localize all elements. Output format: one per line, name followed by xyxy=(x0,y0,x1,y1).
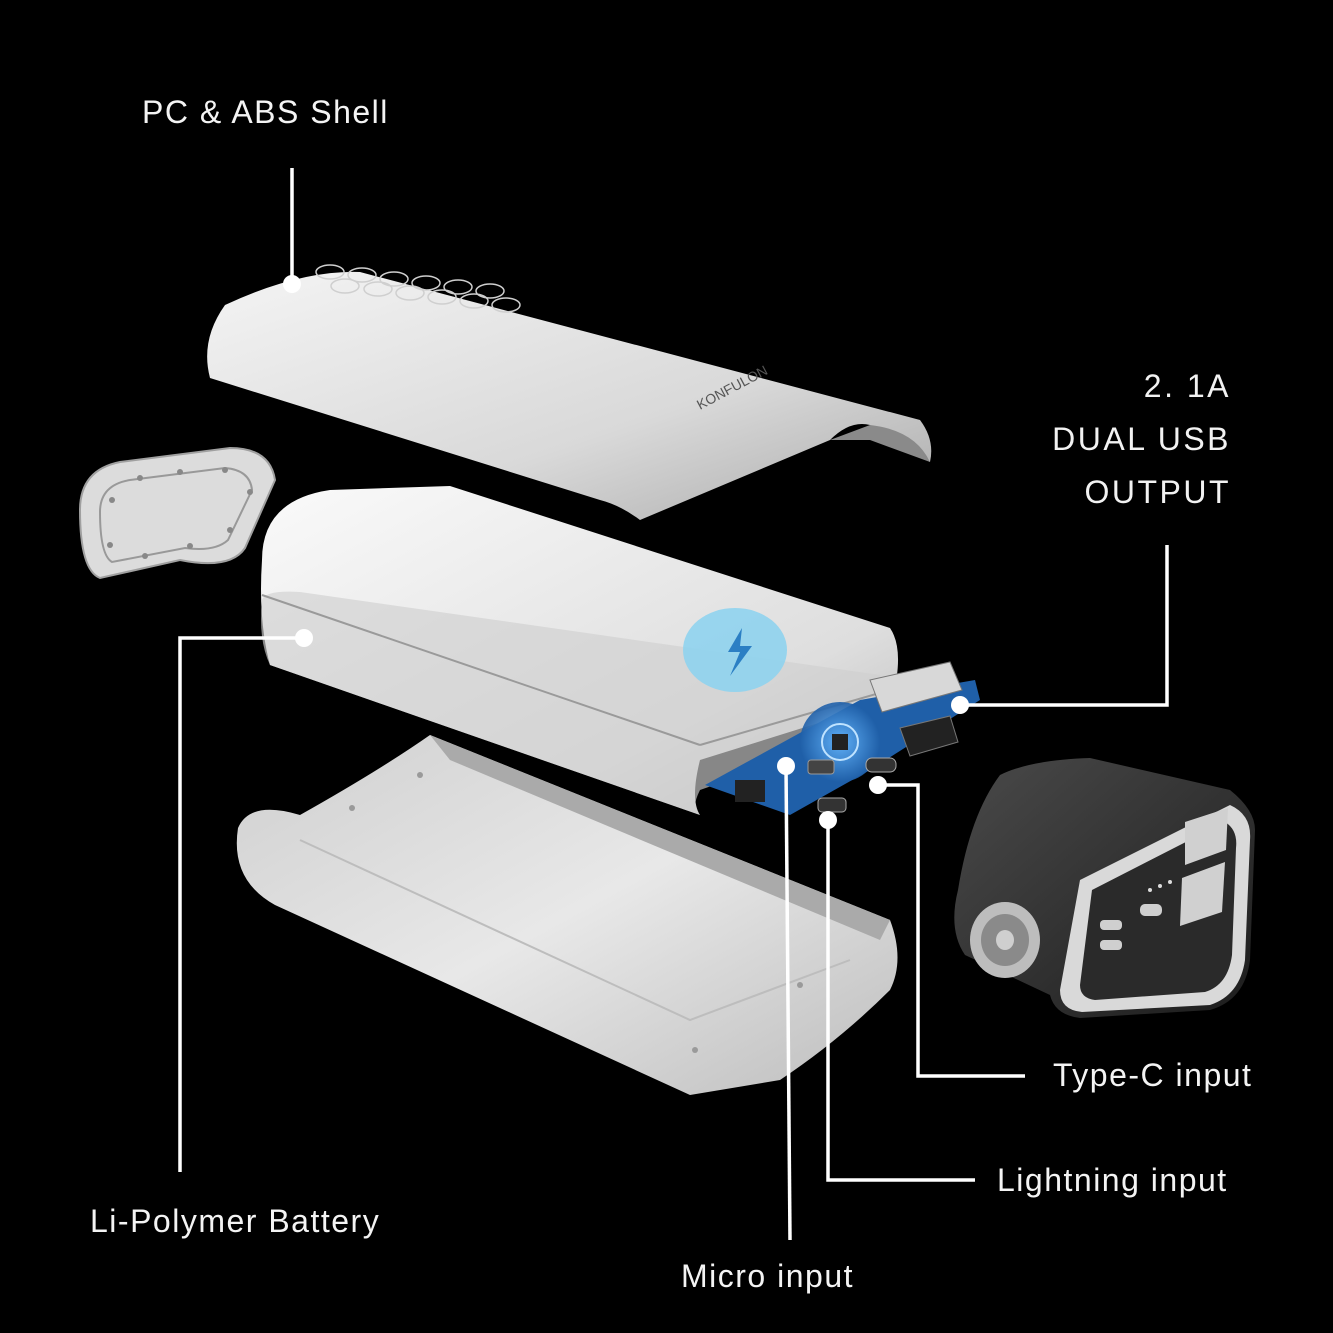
label-shell: PC & ABS Shell xyxy=(142,94,389,130)
label-lightning: Lightning input xyxy=(997,1162,1228,1198)
honeycomb-pattern xyxy=(315,264,521,313)
end-cap xyxy=(954,758,1255,1018)
lightning-port xyxy=(817,797,847,813)
side-cover xyxy=(78,446,277,580)
top-shell: KONFULON xyxy=(207,264,932,520)
charge-badge xyxy=(683,608,787,692)
label-usb-line3: OUTPUT xyxy=(1084,474,1231,510)
label-battery: Li-Polymer Battery xyxy=(90,1203,381,1239)
usb-ports xyxy=(869,661,963,757)
circuit-board xyxy=(705,661,980,815)
label-usb-line1: 2. 1A xyxy=(1143,368,1231,404)
callout-micro xyxy=(784,765,792,1241)
type-c-port xyxy=(865,757,897,773)
bottom-shell xyxy=(236,735,898,1095)
callout-dots xyxy=(283,275,969,829)
label-type-c: Type-C input xyxy=(1053,1057,1253,1093)
micro-port xyxy=(807,759,835,775)
callout-battery xyxy=(178,636,302,1172)
label-usb-output: 2. 1A DUAL USB OUTPUT xyxy=(1052,360,1231,519)
callout-usb xyxy=(960,545,1169,707)
label-usb-line2: DUAL USB xyxy=(1052,421,1231,457)
callout-lines xyxy=(178,168,1169,1241)
battery-pack xyxy=(261,486,899,815)
callout-lightning xyxy=(826,820,975,1182)
label-micro: Micro input xyxy=(681,1258,854,1294)
callout-type-c xyxy=(878,783,1025,1078)
